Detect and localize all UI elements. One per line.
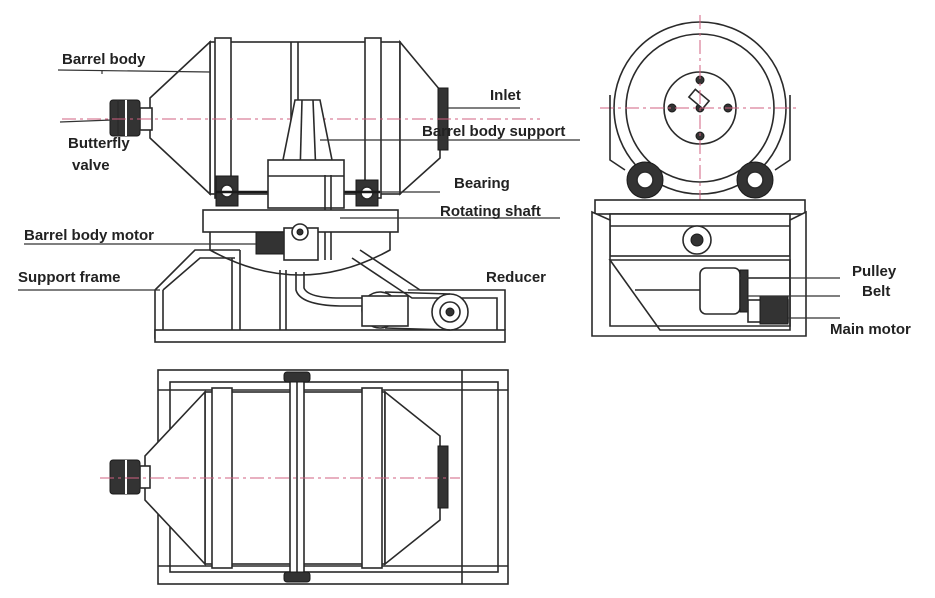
butterfly-valve: [109, 99, 153, 137]
leader-lines: [18, 69, 840, 319]
label-barrel-body-support: Barrel body support: [422, 123, 565, 140]
label-pulley: Pulley: [852, 263, 897, 280]
label-butterfly-valve-line2: valve: [72, 157, 110, 174]
top-view: [100, 369, 509, 585]
support-frame: [154, 249, 506, 343]
label-support-frame: Support frame: [18, 269, 121, 286]
reducer: [361, 291, 469, 331]
label-belt: Belt: [862, 283, 890, 300]
barrel-right-cone: [399, 39, 441, 196]
label-barrel-body: Barrel body: [62, 51, 146, 68]
label-main-motor: Main motor: [830, 321, 911, 338]
bowl: [209, 232, 391, 276]
barrel-body-motor: [255, 223, 319, 261]
front-view: [62, 37, 540, 343]
label-rotating-shaft: Rotating shaft: [440, 203, 541, 220]
label-butterfly-valve-line1: Butterfly: [68, 135, 130, 152]
side-view: [591, 15, 807, 337]
label-bearing: Bearing: [454, 175, 510, 192]
label-reducer: Reducer: [486, 269, 546, 286]
barrel-ring-left: [214, 37, 232, 199]
barrel-ring-right: [364, 37, 382, 199]
main-motor: [747, 295, 789, 325]
barrel-left-cone: [149, 40, 211, 196]
label-barrel-body-motor: Barrel body motor: [24, 227, 154, 244]
label-inlet: Inlet: [490, 87, 521, 104]
labels: Barrel body Butterfly valve Inlet Barrel…: [18, 51, 911, 338]
